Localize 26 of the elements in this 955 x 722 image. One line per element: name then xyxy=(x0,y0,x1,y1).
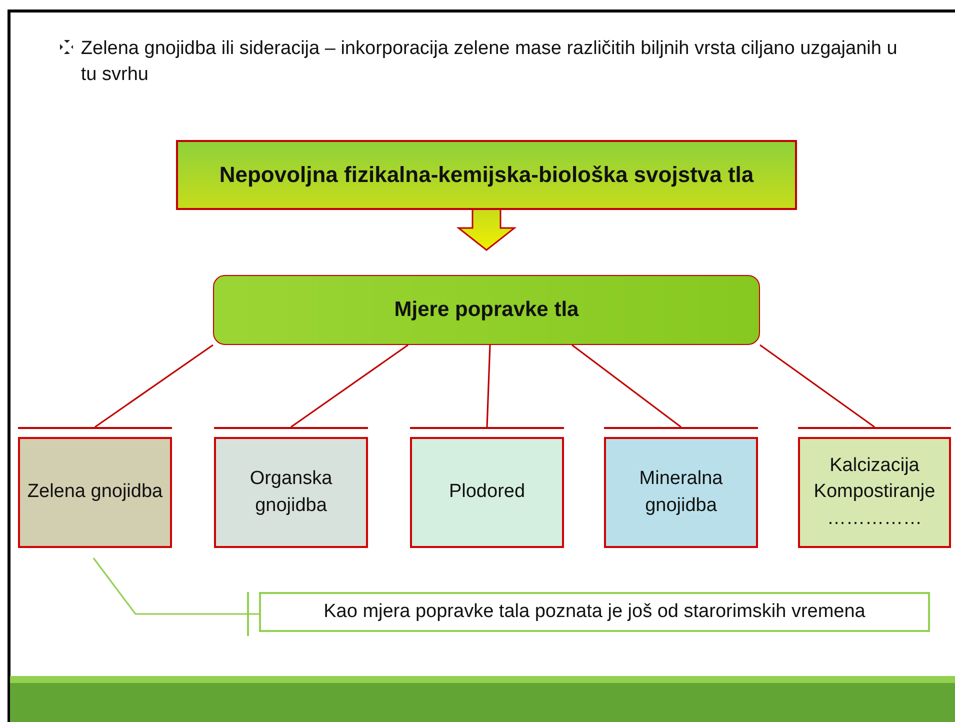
connector-line xyxy=(572,344,682,428)
bullet-text: Zelena gnojidba ili sideracija – inkorporacija zelene mase različitih biljnih vrsta ciljano uzgajanih u tu svrhu xyxy=(80,37,898,87)
connector-line xyxy=(760,344,875,428)
leader-line xyxy=(92,558,259,636)
measure-box xyxy=(18,437,172,548)
node-text: Mineralna gnojidba xyxy=(638,466,724,518)
connector-line xyxy=(486,344,491,428)
connector-line xyxy=(94,344,214,428)
problem-box xyxy=(176,140,797,210)
measures-box xyxy=(213,275,760,345)
measure-box xyxy=(214,437,368,548)
measure-box xyxy=(410,437,564,548)
node-text: Kao mjera popravke tala poznata je još od starorimskih vremena xyxy=(322,600,866,624)
node-text: Organska gnojidba xyxy=(248,466,334,518)
callout-box xyxy=(259,592,930,632)
node-text: Plodored xyxy=(448,480,526,504)
node-text: Kompostiranje xyxy=(812,480,936,504)
connector-line xyxy=(290,344,408,428)
block-arrow xyxy=(456,209,517,251)
measure-box xyxy=(798,437,951,548)
node-text: Kalcizacija xyxy=(828,454,920,478)
node-text: Zelena gnojidba xyxy=(26,480,164,504)
measure-box xyxy=(604,437,758,548)
node-text: Nepovoljna fizikalna-kemijska-biološka svojstva tla xyxy=(218,160,755,189)
node-text: Mjere popravke tla xyxy=(393,297,580,324)
node-text: …………… xyxy=(826,506,923,531)
